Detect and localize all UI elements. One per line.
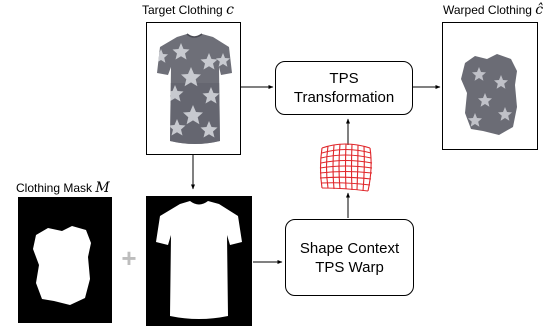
warped-clothing-label-text: Warped Clothing — [443, 3, 532, 17]
plus-symbol: + — [121, 243, 137, 273]
shape-context-tps-warp-box: Shape Context TPS Warp — [285, 219, 414, 296]
warped-tshirt-icon — [461, 54, 517, 135]
target-clothing-label-text: Target Clothing — [142, 3, 223, 17]
target-clothing-variable: c — [226, 2, 234, 18]
tps-transformation-line2: Transformation — [293, 89, 395, 106]
shape-context-line1: Shape Context — [299, 239, 400, 257]
tps-transformation-line1: TPS — [329, 70, 359, 87]
tshirt-silhouette-icon — [156, 201, 242, 319]
clothing-silhouette-image — [146, 196, 252, 326]
warped-clothing-label: Warped Clothing ĉ — [443, 3, 543, 17]
target-clothing-label: Target Clothing c — [142, 3, 234, 17]
tps-transformation-box: TPS Transformation — [275, 61, 413, 115]
clothing-mask-label-text: Clothing Mask — [16, 181, 93, 195]
mask-shape-icon — [33, 226, 91, 305]
shape-context-line2: TPS Warp — [315, 258, 384, 276]
clothing-mask-label: Clothing Mask M — [16, 181, 110, 195]
clothing-mask-image — [18, 197, 112, 323]
target-clothing-image — [146, 22, 241, 155]
warped-clothing-variable: ĉ — [535, 2, 544, 18]
warped-clothing-image — [442, 22, 538, 150]
tshirt-icon — [157, 33, 232, 144]
clothing-mask-variable: M — [95, 180, 110, 196]
